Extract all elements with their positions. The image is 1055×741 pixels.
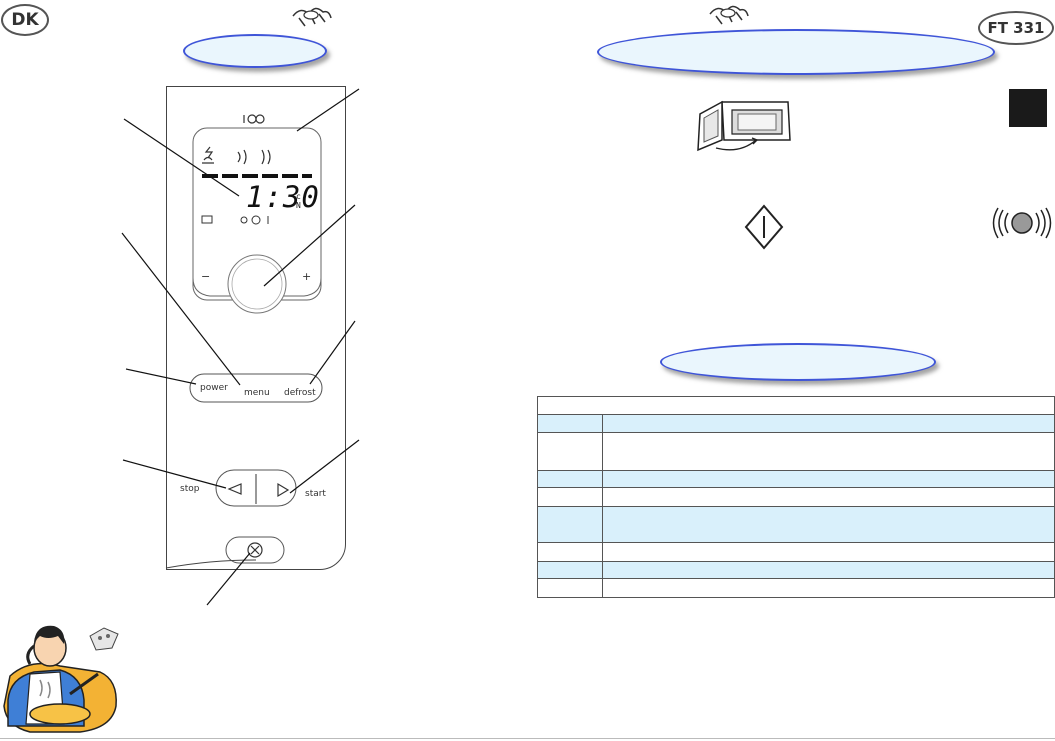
menu-button[interactable]: menu xyxy=(244,388,270,398)
model-badge: FT 331 xyxy=(978,11,1054,45)
model-badge-text: FT 331 xyxy=(987,19,1045,37)
heading-oval-left xyxy=(183,34,327,68)
power-button[interactable]: power xyxy=(200,383,228,393)
microwave-open-door-icon xyxy=(697,100,791,152)
beep-sound-icon xyxy=(992,207,1052,239)
microwave-power-icons xyxy=(202,146,271,165)
cancel-button[interactable] xyxy=(226,537,284,563)
language-badge-text: DK xyxy=(11,10,39,30)
page-divider xyxy=(0,738,1055,739)
language-badge: DK xyxy=(1,4,49,36)
table-row xyxy=(537,487,1055,507)
section-marker-square xyxy=(1009,89,1047,127)
bee-icon xyxy=(292,7,332,27)
table-row xyxy=(537,542,1055,562)
dial-knob xyxy=(227,254,287,314)
heading-oval-right xyxy=(597,29,995,75)
callout-lines xyxy=(121,88,360,606)
display-unit-bottom: N xyxy=(296,201,301,210)
table-row xyxy=(537,470,1055,488)
table-row xyxy=(537,432,1055,471)
settings-table xyxy=(537,396,1055,598)
bee-icon xyxy=(709,5,749,25)
display-unit-top: c xyxy=(296,192,301,201)
start-button[interactable]: start xyxy=(305,489,326,499)
start-diamond-icon xyxy=(744,204,784,250)
plus-button[interactable]: + xyxy=(302,270,312,283)
table-row xyxy=(537,561,1055,579)
chef-illustration xyxy=(3,625,119,733)
display-mode-icon xyxy=(243,114,265,124)
display-status-icons xyxy=(201,215,269,225)
defrost-button[interactable]: defrost xyxy=(284,388,316,398)
minus-button[interactable]: − xyxy=(201,270,211,283)
heading-oval-middle xyxy=(660,343,936,381)
stop-button[interactable]: stop xyxy=(180,484,200,494)
display-time: 1:30 xyxy=(246,180,320,214)
table-row xyxy=(537,578,1055,598)
table-row xyxy=(537,414,1055,433)
table-row xyxy=(537,506,1055,543)
table-header-row xyxy=(537,396,1055,415)
